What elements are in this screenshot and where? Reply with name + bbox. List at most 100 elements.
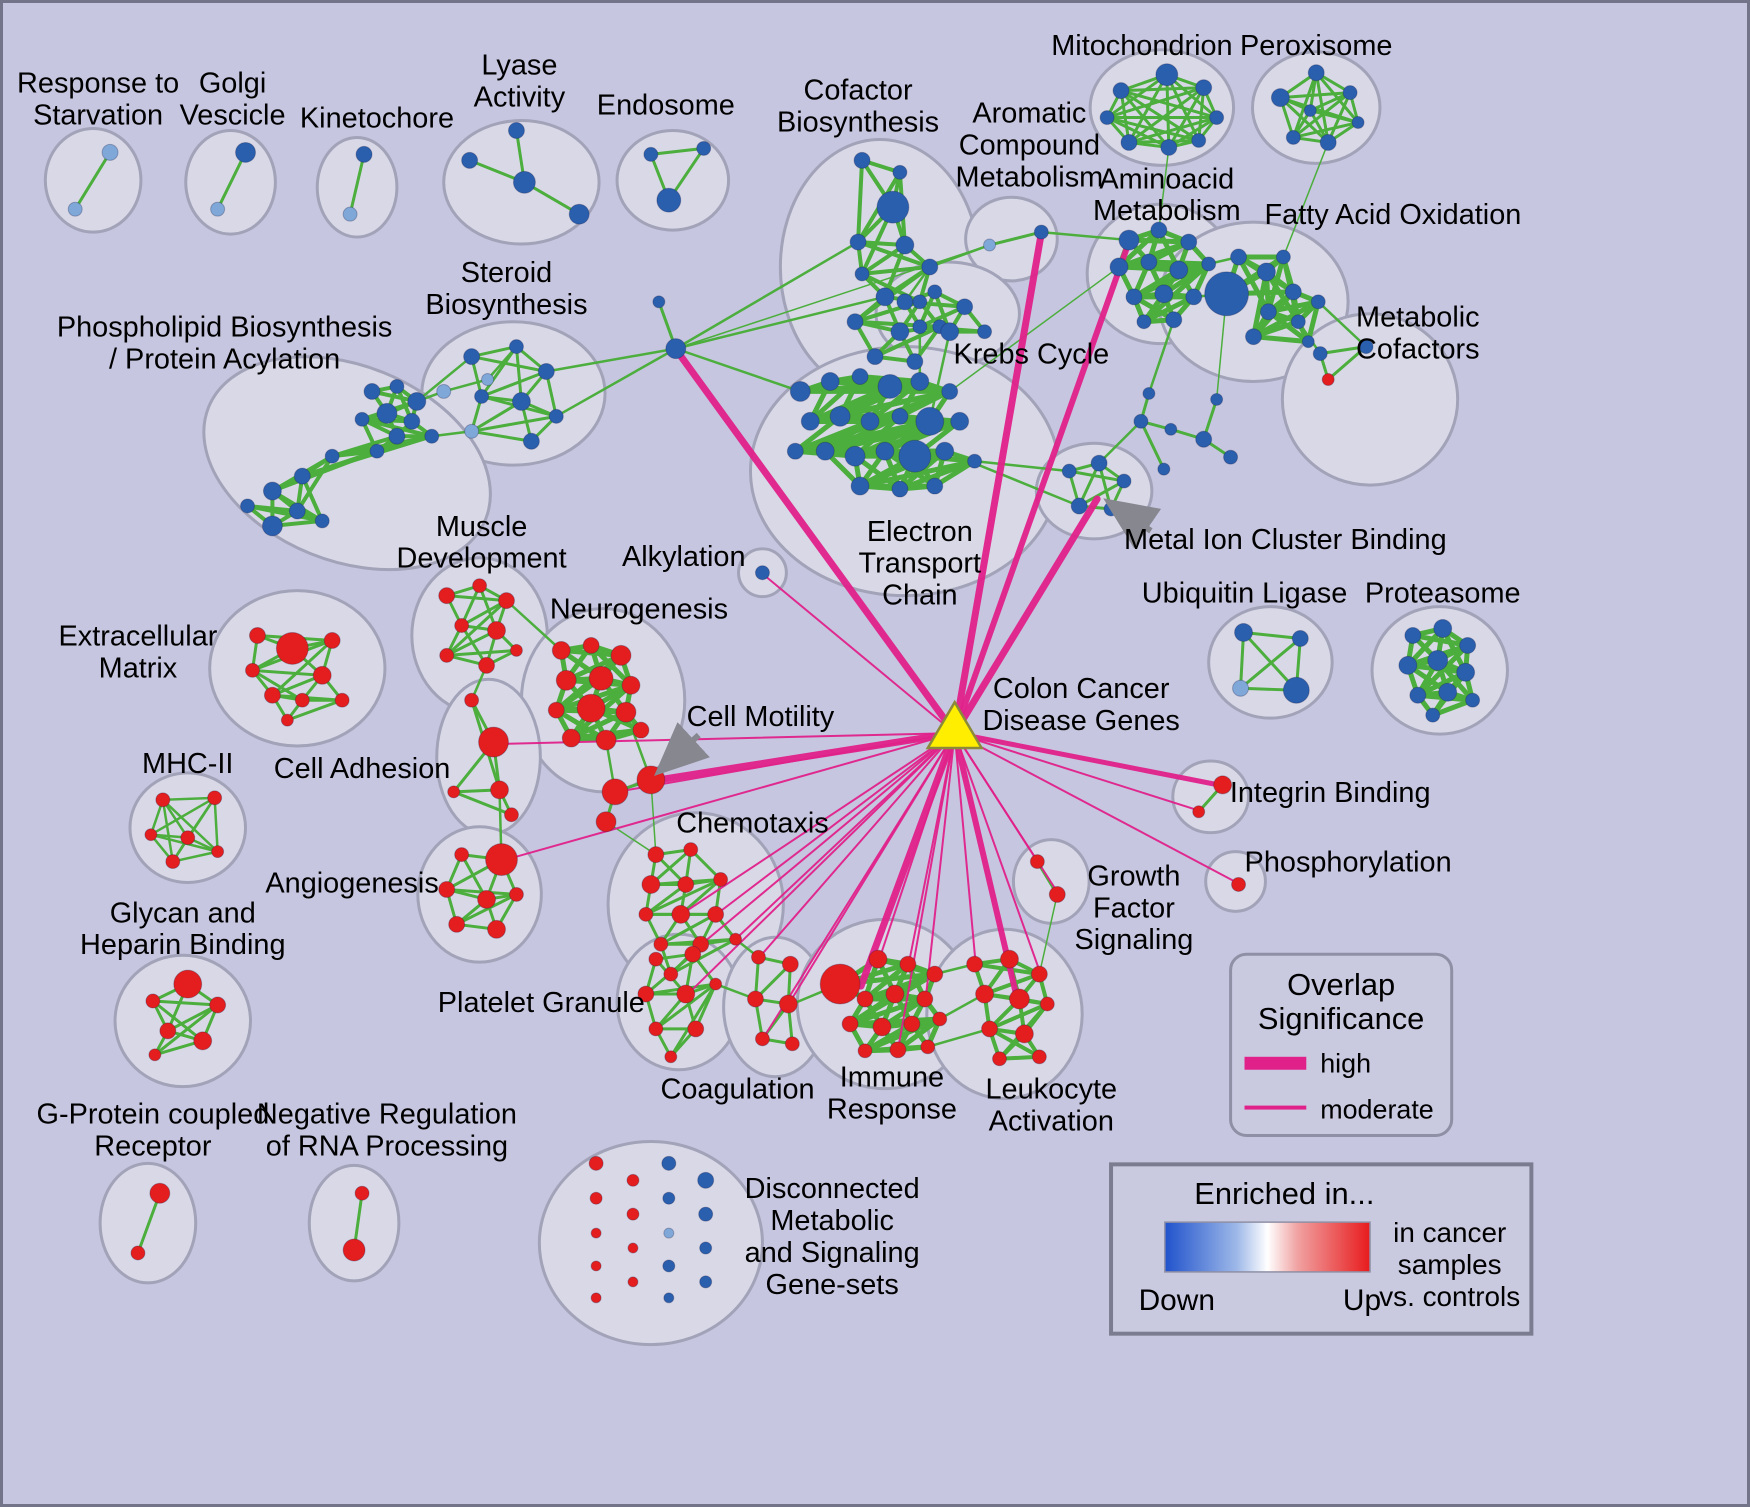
gene-set-node-cell-motility xyxy=(636,765,666,795)
green-edge xyxy=(460,584,482,628)
gene-set-node-muscle-development xyxy=(509,643,523,657)
label-mhc-ii: MHC-II xyxy=(142,748,233,780)
green-edge xyxy=(1250,299,1321,340)
green-edge-intercluster xyxy=(1158,146,1170,231)
green-edge xyxy=(295,454,335,513)
gene-set-node-angiogenesis xyxy=(485,843,518,877)
gene-set-node-immune-response xyxy=(903,1015,921,1033)
overlap-edge xyxy=(501,732,956,862)
gene-set-node-phospholipid-biosynthesis xyxy=(424,428,440,444)
gene-set-node-immune-response xyxy=(926,965,944,983)
gene-set-node-mitochondrion xyxy=(1099,110,1115,126)
gene-set-node-extracellular-matrix xyxy=(263,686,281,704)
green-edge xyxy=(1308,109,1360,125)
gene-set-node-muscle-development xyxy=(454,618,470,633)
gene-set-node-disconnected-gene-sets xyxy=(588,1155,604,1171)
green-edge xyxy=(659,912,718,946)
gene-set-node-immune-response xyxy=(932,1011,948,1027)
gene-set-node-disconnected-gene-sets xyxy=(697,1171,715,1189)
green-edge xyxy=(847,996,928,1027)
gene-set-node-phospholipid-biosynthesis xyxy=(324,448,340,464)
gene-set-node-phospholipid-biosynthesis xyxy=(293,467,311,485)
gene-set-node-cofactor-biosynthesis xyxy=(892,164,908,180)
gene-set-node-phospholipid-biosynthesis xyxy=(240,498,255,514)
gene-set-node-steroid-biosynthesis xyxy=(548,408,564,424)
gene-set-node-steroid-biosynthesis xyxy=(537,363,555,380)
overlap-edge xyxy=(762,732,956,1039)
enrichment-gradient-bar xyxy=(1164,1221,1371,1273)
gene-set-node-aminoacid-metabolism xyxy=(1185,288,1203,306)
gene-set-node-cell-adhesion xyxy=(490,780,509,800)
gene-set-node-cofactor-biosynthesis xyxy=(921,258,939,276)
gene-set-node-aminoacid-metabolism xyxy=(1125,288,1143,306)
gene-set-node-neurogenesis xyxy=(632,721,650,739)
gene-set-node-disconnected-gene-sets xyxy=(699,1275,713,1289)
green-edge-intercluster xyxy=(926,1027,991,1049)
gene-set-node-aminoacid-metabolism xyxy=(1118,229,1140,251)
gene-set-node-cell-adhesion xyxy=(503,807,519,823)
green-edge xyxy=(250,668,304,702)
gene-set-node-steroid-biosynthesis xyxy=(464,423,480,439)
gene-set-node-angiogenesis xyxy=(438,880,456,898)
gene-set-node-electron-transport-chain xyxy=(967,453,983,469)
legend-overlap-title-line1: Overlap xyxy=(1287,967,1395,1002)
gene-set-node-coagulation xyxy=(747,990,764,1008)
green-edge xyxy=(862,961,911,1002)
gene-set-node-peroxisome xyxy=(1342,85,1358,101)
gene-set-node-endosome xyxy=(696,140,712,156)
gene-set-node-leukocyte-activation xyxy=(966,955,984,973)
green-edge xyxy=(151,999,220,1007)
green-edge xyxy=(445,594,508,603)
overlap-edge xyxy=(953,732,1042,975)
green-edge xyxy=(1165,73,1171,149)
overlap-edge xyxy=(924,732,956,1000)
gene-set-node-phospholipid-biosynthesis xyxy=(354,411,370,427)
gene-set-node-disconnected-gene-sets xyxy=(590,1260,602,1272)
gene-set-node-proteasome xyxy=(1425,707,1441,723)
gene-set-node-angiogenesis xyxy=(448,915,466,933)
gene-set-node-endosome xyxy=(656,187,682,213)
gene-set-node-electron-transport-chain xyxy=(850,476,870,496)
legend-down-label: Down xyxy=(1139,1284,1215,1317)
gene-set-node-platelet-granule xyxy=(648,951,664,967)
gene-set-node-disconnected-gene-sets xyxy=(590,1292,602,1304)
label-angiogenesis: Angiogenesis xyxy=(265,867,438,899)
green-edge xyxy=(917,304,967,329)
green-edge xyxy=(213,796,219,853)
green-edge xyxy=(470,399,523,433)
gene-set-node-proteasome xyxy=(1438,682,1458,702)
gene-set-node-leukocyte-activation xyxy=(992,1051,1007,1067)
green-edge xyxy=(649,146,706,156)
green-edge xyxy=(1242,630,1298,692)
gene-set-node-metabolic-branch xyxy=(1223,449,1239,465)
gene-set-node-neurogenesis xyxy=(582,636,600,654)
green-edge xyxy=(250,668,324,677)
label-phosphorylation: Phosphorylation xyxy=(1245,847,1452,879)
overlap-edge xyxy=(685,732,956,997)
overlap-edge xyxy=(953,732,977,965)
gene-set-node-g-protein-coupled-receptor xyxy=(149,1182,171,1204)
gene-set-node-aminoacid-metabolism xyxy=(1109,257,1129,277)
gene-set-node-mitochondrion xyxy=(1195,79,1213,97)
gene-set-node-peroxisome xyxy=(1285,129,1301,145)
gene-set-node-chemotaxis xyxy=(647,846,665,864)
gene-set-node-electron-transport-chain xyxy=(941,382,959,400)
gene-set-node-proteasome xyxy=(1459,636,1477,654)
gene-set-node-lyase-activity xyxy=(568,203,590,225)
gene-set-node-chemotaxis xyxy=(713,872,729,887)
label-phospholipid-biosynthesis: Phospholipid Biosynthesis/ Protein Acyla… xyxy=(57,312,392,376)
gene-set-node-steroid-biosynthesis xyxy=(474,388,490,404)
gene-set-node-platelet-granule xyxy=(664,1050,678,1064)
gene-set-node-electron-transport-chain xyxy=(950,411,970,431)
label-peroxisome: Peroxisome xyxy=(1240,30,1392,62)
gene-set-node-phospholipid-biosynthesis xyxy=(314,513,330,529)
green-edge-intercluster xyxy=(1038,893,1059,975)
gene-set-node-electron-transport-chain xyxy=(851,368,869,385)
